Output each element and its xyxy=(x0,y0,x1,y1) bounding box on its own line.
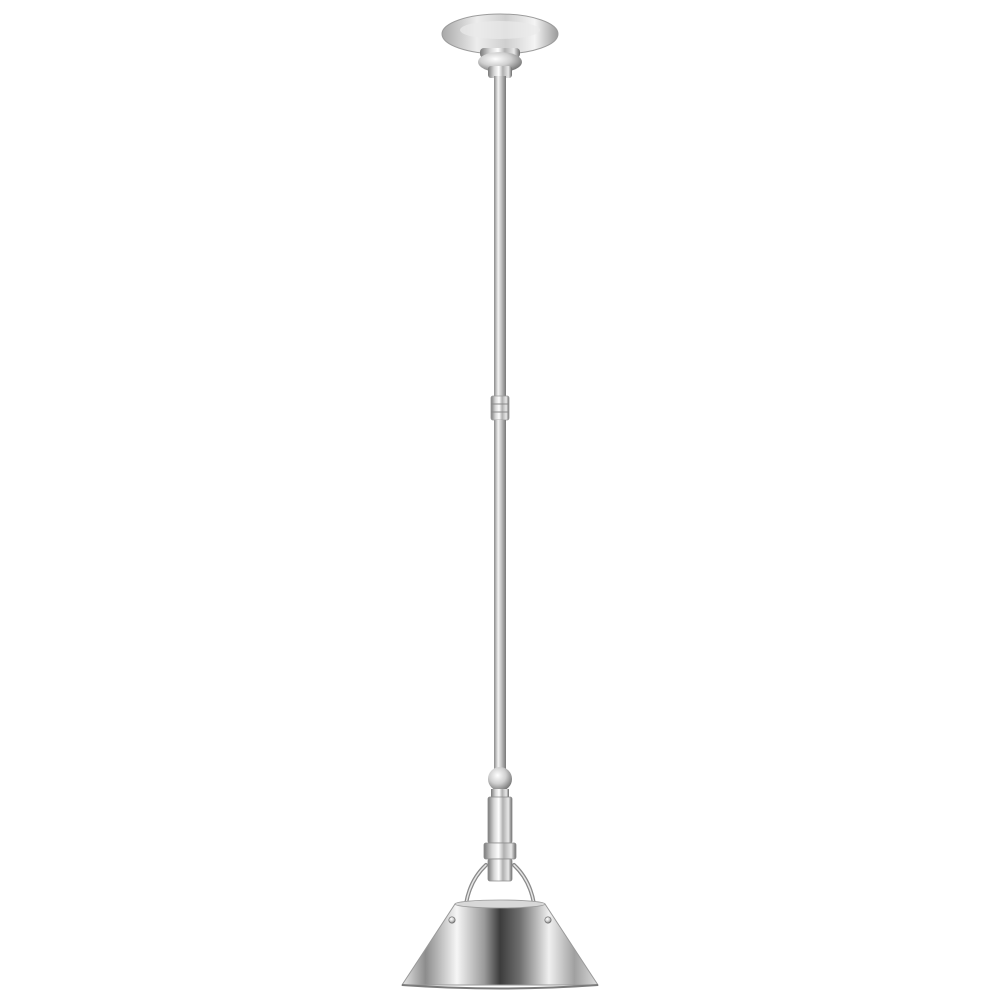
ball-finial xyxy=(488,767,512,791)
ceiling-canopy xyxy=(441,13,559,78)
socket-housing xyxy=(483,789,517,882)
lower-rod xyxy=(494,420,506,772)
shade-screw-right xyxy=(544,916,552,924)
cone-shade xyxy=(401,899,599,990)
shade-screw-left xyxy=(448,916,456,924)
rod-coupling xyxy=(490,395,510,421)
upper-rod xyxy=(494,76,506,398)
